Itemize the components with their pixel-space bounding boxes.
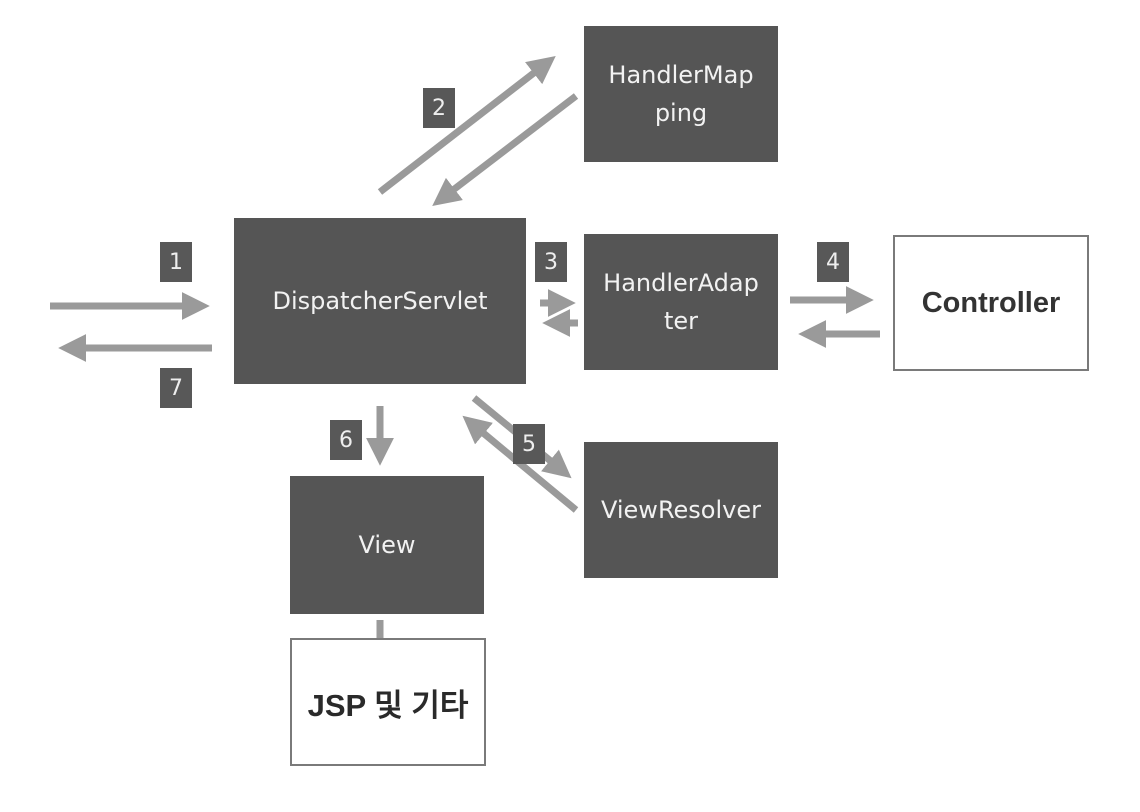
step-badge-3: 3 — [535, 242, 567, 282]
step-badge-6: 6 — [330, 420, 362, 460]
step-badge-2: 2 — [423, 88, 455, 128]
step-badge-5: 5 — [513, 424, 545, 464]
view-resolver-box: ViewResolver — [584, 442, 778, 578]
dispatcher-servlet-label: DispatcherServlet — [272, 287, 488, 315]
arrow-to-handler-mapping — [377, 56, 556, 195]
controller-box: Controller — [893, 235, 1089, 371]
view-box: View — [290, 476, 484, 614]
handler-adapter-label: HandlerAdap ter — [603, 269, 759, 335]
arrow-from-view-resolver — [462, 415, 579, 513]
step-badge-1: 1 — [160, 242, 192, 282]
controller-label: Controller — [921, 286, 1061, 319]
jsp-box: JSP 및 기타 — [290, 638, 486, 766]
jsp-label: JSP 및 기타 — [307, 687, 469, 723]
handler-mapping-label: HandlerMap ping — [608, 61, 754, 127]
handler-mapping-box: HandlerMap ping — [584, 26, 778, 162]
view-resolver-label: ViewResolver — [600, 496, 761, 524]
step-badge-4: 4 — [817, 242, 849, 282]
view-label: View — [358, 531, 416, 559]
handler-adapter-box: HandlerAdap ter — [584, 234, 778, 370]
arrow-from-handler-mapping — [432, 93, 579, 206]
dispatcher-servlet-box: DispatcherServlet — [234, 218, 526, 384]
step-badge-7: 7 — [160, 368, 192, 408]
